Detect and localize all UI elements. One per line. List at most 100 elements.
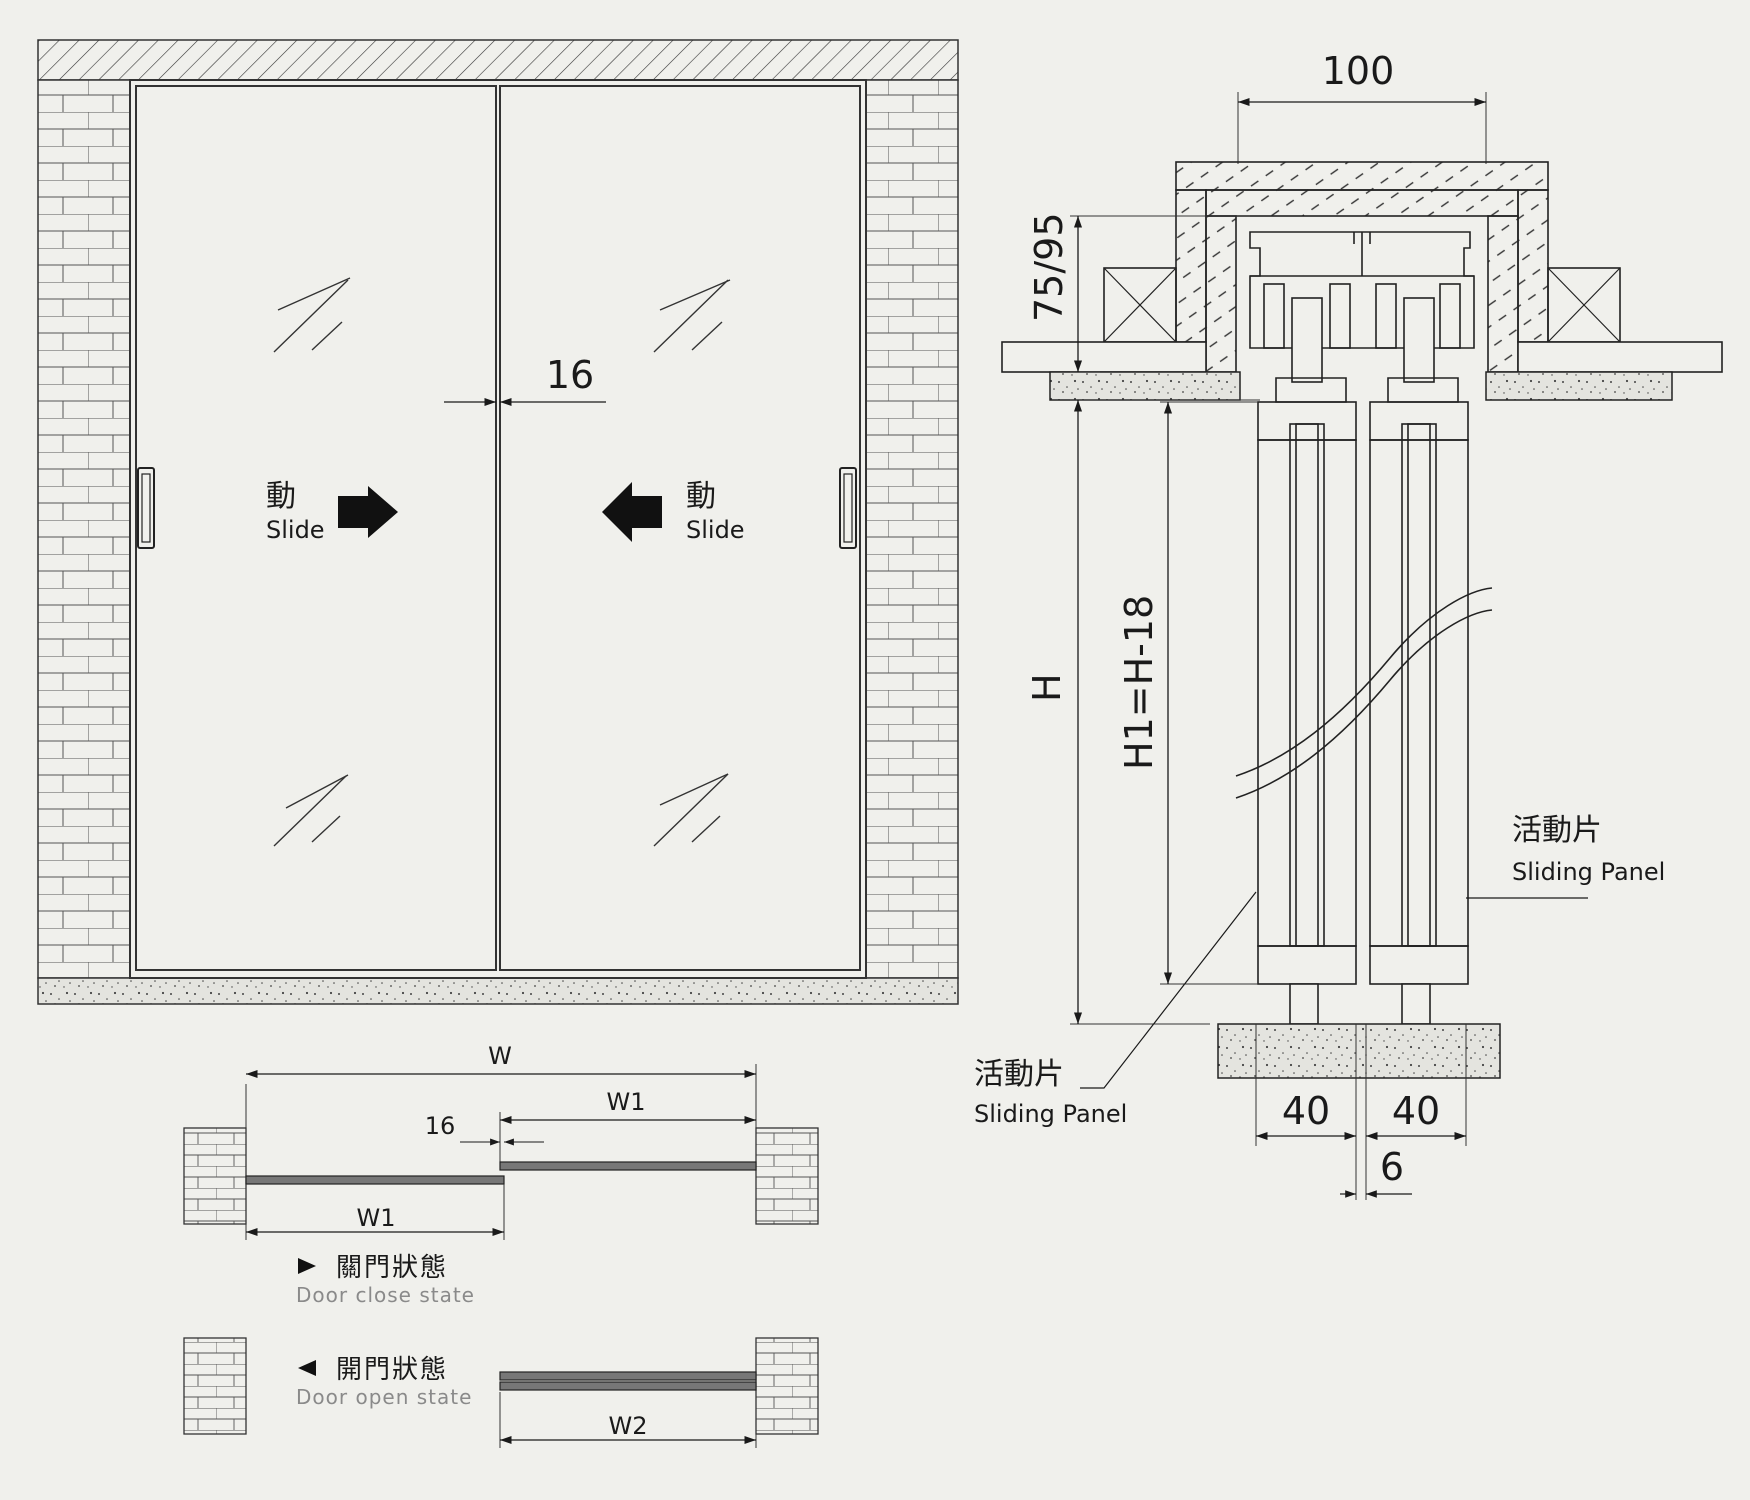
glass-pane — [1289, 423, 1325, 947]
overlap-label: 16 — [425, 1112, 456, 1140]
track-channel — [1439, 283, 1461, 349]
track-channel — [1375, 283, 1397, 349]
left-label-en: Sliding Panel — [974, 1100, 1127, 1128]
gap-width-label: 6 — [1380, 1145, 1404, 1189]
open-state-label-cn: 開門狀態 — [336, 1355, 448, 1385]
right-slide-label-en: Slide — [686, 516, 745, 544]
right-handle-inner — [843, 473, 853, 543]
top-width-label: 100 — [1322, 49, 1395, 93]
glass-mark — [691, 321, 723, 351]
open-state-arrow-icon — [298, 1360, 316, 1376]
right-label-cn: 活動片 — [1512, 813, 1602, 848]
vertical-section: 100 — [974, 49, 1723, 1200]
right-joist — [1547, 267, 1621, 343]
gap-dimension: 16 — [546, 353, 594, 397]
left-slide-label-en: Slide — [266, 516, 325, 544]
panel-height-label: H1=H-18 — [1117, 595, 1161, 770]
top-track-profile — [1249, 231, 1475, 403]
plan-left-wall-open — [183, 1337, 247, 1435]
top-rail-profile — [1369, 401, 1469, 441]
left-label-cn: 活動片 — [974, 1057, 1064, 1092]
glass-mark — [653, 773, 729, 847]
glass-mark — [311, 815, 341, 843]
ceiling-box-right-outer — [1517, 189, 1549, 343]
floor-section — [1217, 1023, 1501, 1079]
ceiling-box-top — [1175, 161, 1549, 191]
glass-mark — [311, 321, 343, 351]
plan-close-state: W W1 16 W1 關門狀態 Door close state — [183, 1042, 819, 1307]
plan-right-wall-open — [755, 1337, 819, 1435]
ceiling-box-left-outer — [1175, 189, 1207, 343]
left-label-leader — [1080, 891, 1257, 1089]
glass-mark — [273, 279, 349, 353]
left-ceiling-board — [1001, 341, 1207, 373]
joist-cross — [1103, 267, 1177, 343]
plan-left-wall — [183, 1127, 247, 1225]
right-panel-width-label: 40 — [1392, 1089, 1440, 1133]
left-door-panel — [135, 85, 497, 971]
glass-inner — [1295, 423, 1319, 947]
top-rail-profile — [1257, 401, 1357, 441]
left-panel-width-label: 40 — [1282, 1089, 1330, 1133]
glass-mark — [653, 279, 729, 353]
glass-mark — [691, 815, 721, 843]
front-elevation: 16 動 Slide 動 Slide — [37, 39, 959, 1005]
total-width-label: W — [488, 1042, 512, 1070]
panel-width-bottom-label: W1 — [357, 1204, 396, 1232]
glass-reflection-marks — [273, 277, 731, 847]
right-door-handle — [839, 467, 857, 549]
door-opening — [129, 79, 867, 979]
right-brick-wall — [865, 79, 959, 979]
bottom-guide — [1289, 983, 1319, 1025]
left-ceiling-plaster — [1049, 371, 1241, 401]
break-line — [1235, 587, 1493, 799]
stacked-panel-front — [499, 1371, 757, 1381]
panel-stile — [1257, 439, 1357, 947]
break-curve — [1235, 609, 1493, 799]
plan-panel-front — [499, 1161, 757, 1171]
ceiling-box-left-inner — [1205, 215, 1237, 373]
bottom-rail-profile — [1257, 945, 1357, 985]
glass-pane — [1401, 423, 1437, 947]
lintel-hatch — [37, 39, 959, 81]
close-state-label-en: Door close state — [296, 1283, 475, 1307]
left-slide-label-cn: 動 — [266, 479, 296, 514]
right-roller — [1403, 297, 1435, 383]
open-width-label: W2 — [609, 1412, 648, 1440]
overall-height-label: H — [1025, 673, 1069, 702]
slide-left-arrow-icon — [602, 482, 662, 542]
track-height-label: 75/95 — [1027, 212, 1071, 322]
close-state-arrow-icon — [298, 1258, 316, 1274]
glass-inner — [1407, 423, 1431, 947]
left-joist — [1103, 267, 1177, 343]
ceiling-box-right-inner — [1487, 215, 1519, 373]
plan-panel-back — [245, 1175, 505, 1185]
right-sliding-panel-section — [1369, 401, 1469, 1025]
bottom-guide — [1401, 983, 1431, 1025]
left-brick-wall — [37, 79, 131, 979]
right-slide-label-cn: 動 — [686, 479, 716, 514]
left-sliding-panel-section — [1257, 401, 1357, 1025]
joist-cross — [1547, 267, 1621, 343]
track-channel — [1263, 283, 1285, 349]
track-outline — [1249, 231, 1475, 349]
slide-right-arrow-icon — [338, 486, 398, 538]
bottom-rail-profile — [1369, 945, 1469, 985]
break-curve — [1235, 587, 1493, 777]
track-channel — [1329, 283, 1351, 349]
plan-right-wall — [755, 1127, 819, 1225]
panel-stile — [1369, 439, 1469, 947]
open-state-label-en: Door open state — [296, 1385, 472, 1409]
stacked-panel-back — [499, 1381, 757, 1391]
glass-mark — [285, 774, 349, 809]
right-label-en: Sliding Panel — [1512, 858, 1665, 886]
left-door-handle — [137, 467, 155, 549]
ceiling-box-inner-top — [1205, 189, 1519, 217]
left-handle-inner — [141, 473, 151, 543]
glass-mark — [273, 775, 347, 847]
floor-slab — [37, 977, 959, 1005]
left-roller — [1291, 297, 1323, 383]
right-door-panel — [499, 85, 861, 971]
